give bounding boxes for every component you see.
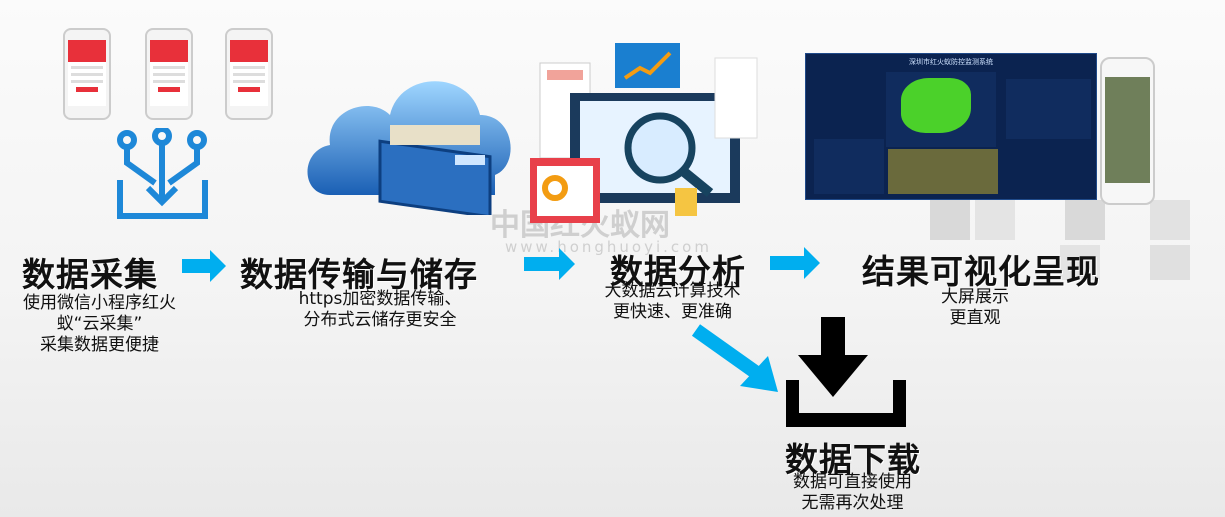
step-title-transfer: 数据传输与储存: [240, 255, 478, 294]
watermark-url: www.honghuoyi.com: [505, 238, 712, 256]
step-desc-visualize: 大屏展示 更直观: [920, 287, 1030, 329]
desc-line: 使用微信小程序红火: [23, 293, 176, 313]
step-desc-analysis: 大数据云计算技术 更快速、更准确: [590, 281, 755, 323]
merge-data-icon: [117, 128, 208, 219]
flow-arrow: [182, 250, 226, 282]
data-analysis-image: [530, 43, 758, 223]
desc-line: 更快速、更准确: [613, 302, 732, 322]
bg-tile: [1150, 200, 1190, 240]
desc-line: 大数据云计算技术: [604, 281, 741, 301]
step-title-analysis: 数据分析: [610, 252, 746, 291]
phone-map-image: [1100, 57, 1155, 205]
desc-line: 采集数据更便捷: [40, 335, 159, 355]
download-icon: [786, 317, 906, 427]
phone-image: [63, 28, 111, 120]
desc-line: https加密数据传输、: [298, 289, 462, 309]
desc-line: 无需再次处理: [801, 493, 904, 513]
bg-tile: [930, 200, 970, 240]
step-title-download: 数据下载: [785, 440, 921, 479]
flow-arrow: [770, 247, 820, 279]
step-title-visualize: 结果可视化呈现: [862, 252, 1100, 291]
bg-tile: [1150, 245, 1190, 280]
dashboard-screen: 深圳市红火蚁防控监测系统: [805, 53, 1097, 200]
bg-tile: [975, 200, 1015, 240]
desc-line: 数据可直接使用: [793, 472, 912, 492]
desc-line: 分布式云储存更安全: [303, 310, 457, 330]
phone-image: [225, 28, 273, 120]
step-desc-collect: 使用微信小程序红火 蚁“云采集” 采集数据更便捷: [12, 293, 187, 356]
bg-tile: [1060, 245, 1100, 280]
desc-line: 蚁“云采集”: [56, 314, 143, 334]
diagonal-arrow: [691, 324, 778, 392]
bg-tile: [1065, 200, 1105, 240]
phone-image: [145, 28, 193, 120]
step-desc-transfer: https加密数据传输、 分布式云储存更安全: [285, 289, 475, 331]
dashboard-title: 深圳市红火蚁防控监测系统: [909, 58, 993, 66]
step-desc-download: 数据可直接使用 无需再次处理: [780, 472, 925, 514]
flow-arrow: [524, 248, 575, 280]
desc-line: 大屏展示: [941, 287, 1009, 307]
step-title-collect: 数据采集: [22, 255, 158, 294]
desc-line: 更直观: [949, 308, 1001, 328]
cloud-storage-icon: [307, 81, 511, 215]
